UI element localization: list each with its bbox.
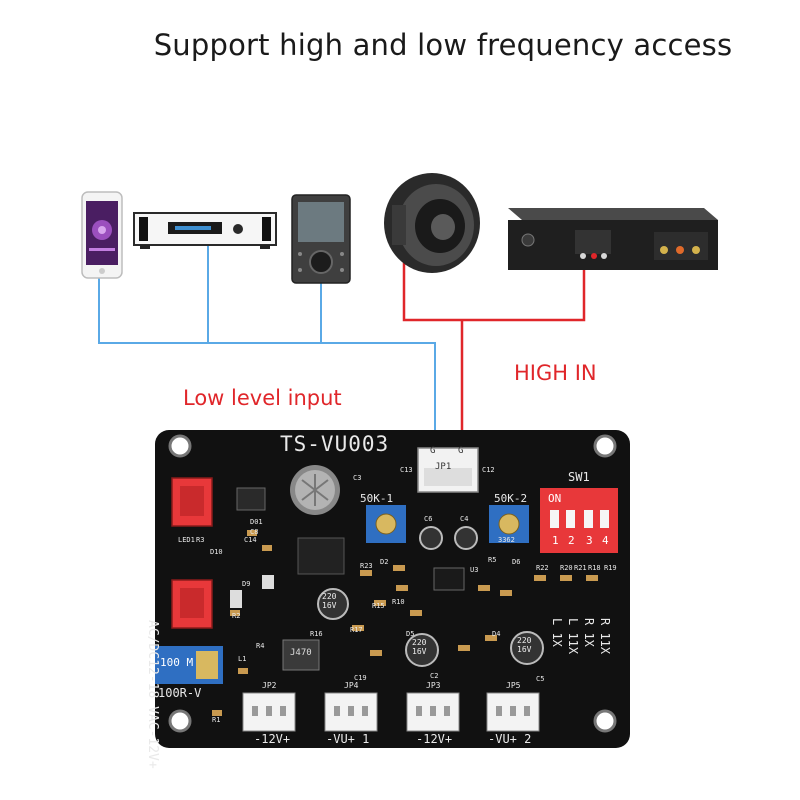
high-in-label: HIGH IN [514,361,597,385]
jp-label-2: JP2 [262,681,277,690]
component-designator: R18 [588,564,601,572]
component-designator: R3 [196,536,205,544]
component-designator: C14 [244,536,257,544]
component-designator: C2 [430,672,439,680]
component-designator: R17 [350,626,363,634]
page-title: Support high and low frequency access [153,28,733,62]
cap-label-2: 220 16V [412,638,427,656]
component-designator: C4 [460,515,469,523]
switch-number-3: 3 [586,534,593,547]
board-name: TS-VU003 [280,432,390,456]
jp1-label: JP1 [435,462,452,472]
jp-label-5: JP5 [506,681,521,690]
pcb-board [155,430,630,748]
component-designator: R22 [536,564,549,572]
pot-right-label: 50K-2 [494,492,528,505]
jp1-pin-right: G [458,446,464,456]
cap-label-3: 220 16V [517,636,532,654]
component-designator: R5 [488,556,497,564]
jp-label-3: JP3 [426,681,441,690]
amplifier-icon [508,208,718,270]
component-designator: U3 [470,566,479,574]
component-designator: D6 [512,558,521,566]
component-designator: D9 [242,580,251,588]
low-level-input-label: Low level input [183,386,342,410]
jp-label-4: JP4 [344,681,359,690]
component-designator: C6 [424,515,433,523]
component-designator: C5 [536,675,545,683]
component-designator: C8 [250,528,259,536]
component-designator: D4 [492,630,501,638]
gain-label-r1x: R 1X [582,618,596,647]
component-designator: C13 [400,466,413,474]
component-designator: R1 [212,716,221,724]
switch-number-1: 1 [552,534,559,547]
component-designator: R20 [560,564,573,572]
component-designator: R2 [232,612,241,620]
component-designator: C12 [482,466,495,474]
component-designator: R15 [372,602,385,610]
component-designator: LED1 [178,536,195,544]
component-designator: D10 [210,548,223,556]
switch-number-4: 4 [602,534,609,547]
pot-left-label: 50K-1 [360,492,394,505]
gain-label-l11x: L 11X [566,618,580,655]
switch-on-label: ON [548,492,562,505]
gain-label-r11x: R 11X [598,618,612,655]
component-designator: D5 [406,630,415,638]
connector-label-2: -VU+ 1 [326,732,370,746]
component-designator: R10 [392,598,405,606]
pot-bottom-value: 100 M [160,656,194,669]
blue-wires [98,246,436,445]
component-designator: D2 [380,558,389,566]
jp1-pin-left: G [430,446,436,456]
smartphone-icon [81,191,123,279]
red-wires [402,258,586,445]
music-player-icon [291,194,351,284]
speaker-icon [384,173,480,273]
component-designator: R4 [256,642,265,650]
component-designator: C3 [353,474,362,482]
connector-label-4: -VU+ 2 [488,732,532,746]
component-designator: C19 [354,674,367,682]
component-designator: D01 [250,518,263,526]
component-designator: 3362 [498,536,515,544]
connector-label-1: -12V+ [254,732,291,746]
pot-bottom-label: 100R-V [158,686,202,700]
cap-label-1: 220 16V [322,592,337,610]
switch-number-2: 2 [568,534,575,547]
switch-label: SW1 [568,470,590,484]
cd-player-icon [133,212,277,249]
connector-label-3: -12V+ [416,732,453,746]
component-designator: L1 [238,655,247,663]
component-designator: R19 [604,564,617,572]
component-designator: R21 [574,564,587,572]
gain-label-l1x: L 1X [550,618,564,647]
component-designator: R16 [310,630,323,638]
ic-marking: J470 [290,648,312,658]
component-designator: R23 [360,562,373,570]
